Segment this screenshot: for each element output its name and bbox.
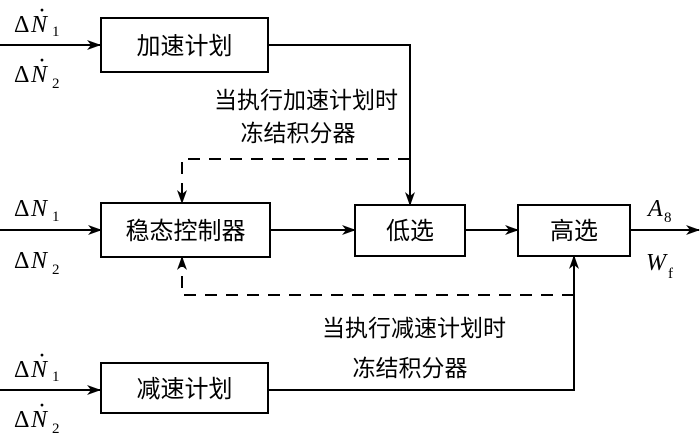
output-variable-w: W [646,250,668,276]
delta-symbol: Δ [14,248,29,274]
accel-freeze-note-line1: 当执行加速计划时 [214,88,398,114]
decel-freeze-note-line2: 冻结积分器 [353,356,468,382]
decel-freeze-dashed-arrow [177,256,574,296]
variable-n: N [30,357,49,383]
subscript: f [668,266,673,282]
dot-accent: · [38,48,46,74]
variable-n: N [30,62,49,88]
decel-to-highselect-arrow [268,255,579,391]
decel-input-label-1: Δ N · 1 [14,343,60,385]
output-label-a8: A 8 [646,196,672,226]
high-select-block[interactable]: 高选 [517,204,631,257]
output-label-wf: W f [646,250,673,282]
accel-to-lowselect-arrow [268,44,415,206]
accel-freeze-note-line2: 冻结积分器 [241,121,356,147]
steady-input-label-2: Δ N 2 [14,248,60,278]
dot-accent: · [38,343,46,369]
subscript: 2 [52,76,60,92]
decel-schedule-label: 减速计划 [137,375,233,403]
high-select-label: 高选 [550,217,598,245]
delta-symbol: Δ [14,12,29,38]
accel-freeze-dashed-arrow [177,158,410,204]
accel-schedule-block[interactable]: 加速计划 [100,17,269,73]
delta-symbol: Δ [14,62,29,88]
delta-symbol: Δ [14,407,29,433]
delta-symbol: Δ [14,357,29,383]
dot-accent: · [38,0,46,24]
variable-n: N [30,196,49,222]
accel-schedule-label: 加速计划 [137,32,233,60]
low-select-label: 低选 [386,217,434,245]
subscript: 1 [52,369,60,385]
variable-n: N [30,12,49,38]
accel-input-label-1: Δ N · 1 [14,0,60,40]
steady-controller-label: 稳态控制器 [126,217,246,245]
decel-input-label-2: Δ N · 2 [14,393,60,436]
dot-accent: · [38,393,46,419]
low-select-block[interactable]: 低选 [354,204,466,257]
variable-n: N [30,407,49,433]
steady-controller-block[interactable]: 稳态控制器 [100,202,271,258]
subscript: 1 [52,209,60,225]
variable-n: N [30,248,49,274]
steady-input-label-1: Δ N 1 [14,196,60,225]
decel-freeze-note-line1: 当执行减速计划时 [322,316,506,342]
subscript: 2 [52,262,60,278]
delta-symbol: Δ [14,196,29,222]
subscript: 2 [52,421,60,436]
subscript: 8 [664,210,672,226]
decel-schedule-block[interactable]: 减速计划 [100,362,269,414]
subscript: 1 [52,24,60,40]
output-variable-a: A [646,196,663,222]
accel-input-label-2: Δ N · 2 [14,48,60,92]
